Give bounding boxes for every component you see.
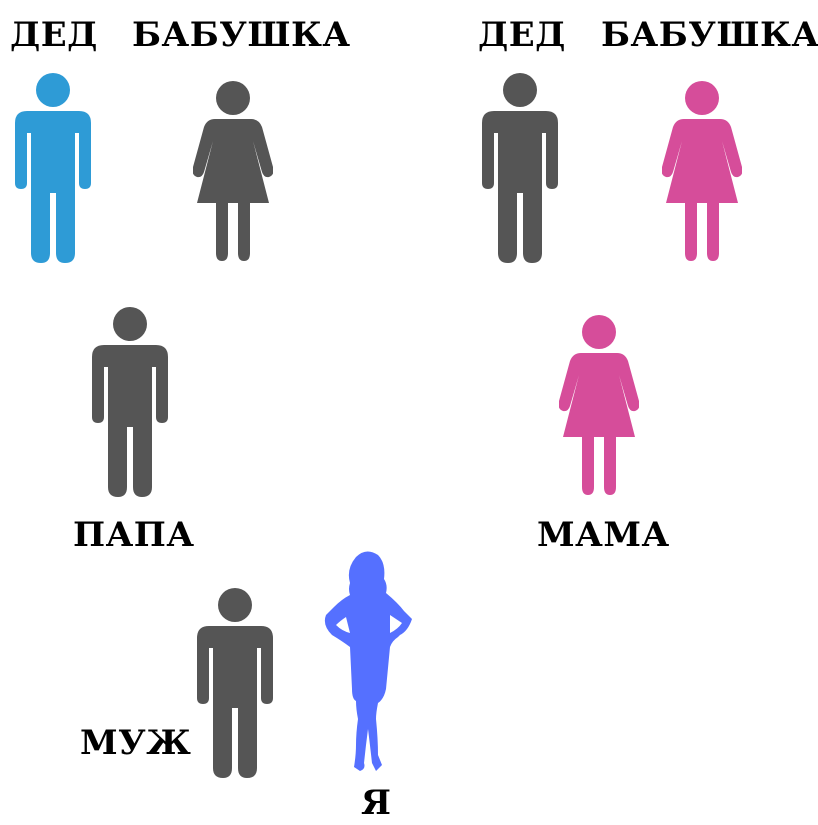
mother-woman-icon (559, 315, 639, 495)
husband-man-icon (195, 588, 275, 778)
maternal-grandfather-man-icon (480, 73, 560, 263)
father-label: ПАПА (73, 515, 195, 555)
paternal-grandmother-label: БАБУШКА (132, 15, 351, 55)
maternal-grandmother-label: БАБУШКА (601, 15, 818, 55)
maternal-grandfather-label: ДЕД (478, 15, 566, 55)
husband-label: МУЖ (80, 723, 192, 763)
paternal-grandmother-woman-icon (193, 81, 273, 261)
mother-label: МАМА (537, 515, 670, 555)
paternal-grandfather-label: ДЕД (10, 15, 98, 55)
paternal-grandfather-man-icon (13, 73, 93, 263)
me-label: Я (361, 783, 392, 823)
maternal-grandmother-woman-icon (662, 81, 742, 261)
father-man-icon (90, 307, 170, 497)
me-woman-silhouette-icon (320, 549, 420, 774)
